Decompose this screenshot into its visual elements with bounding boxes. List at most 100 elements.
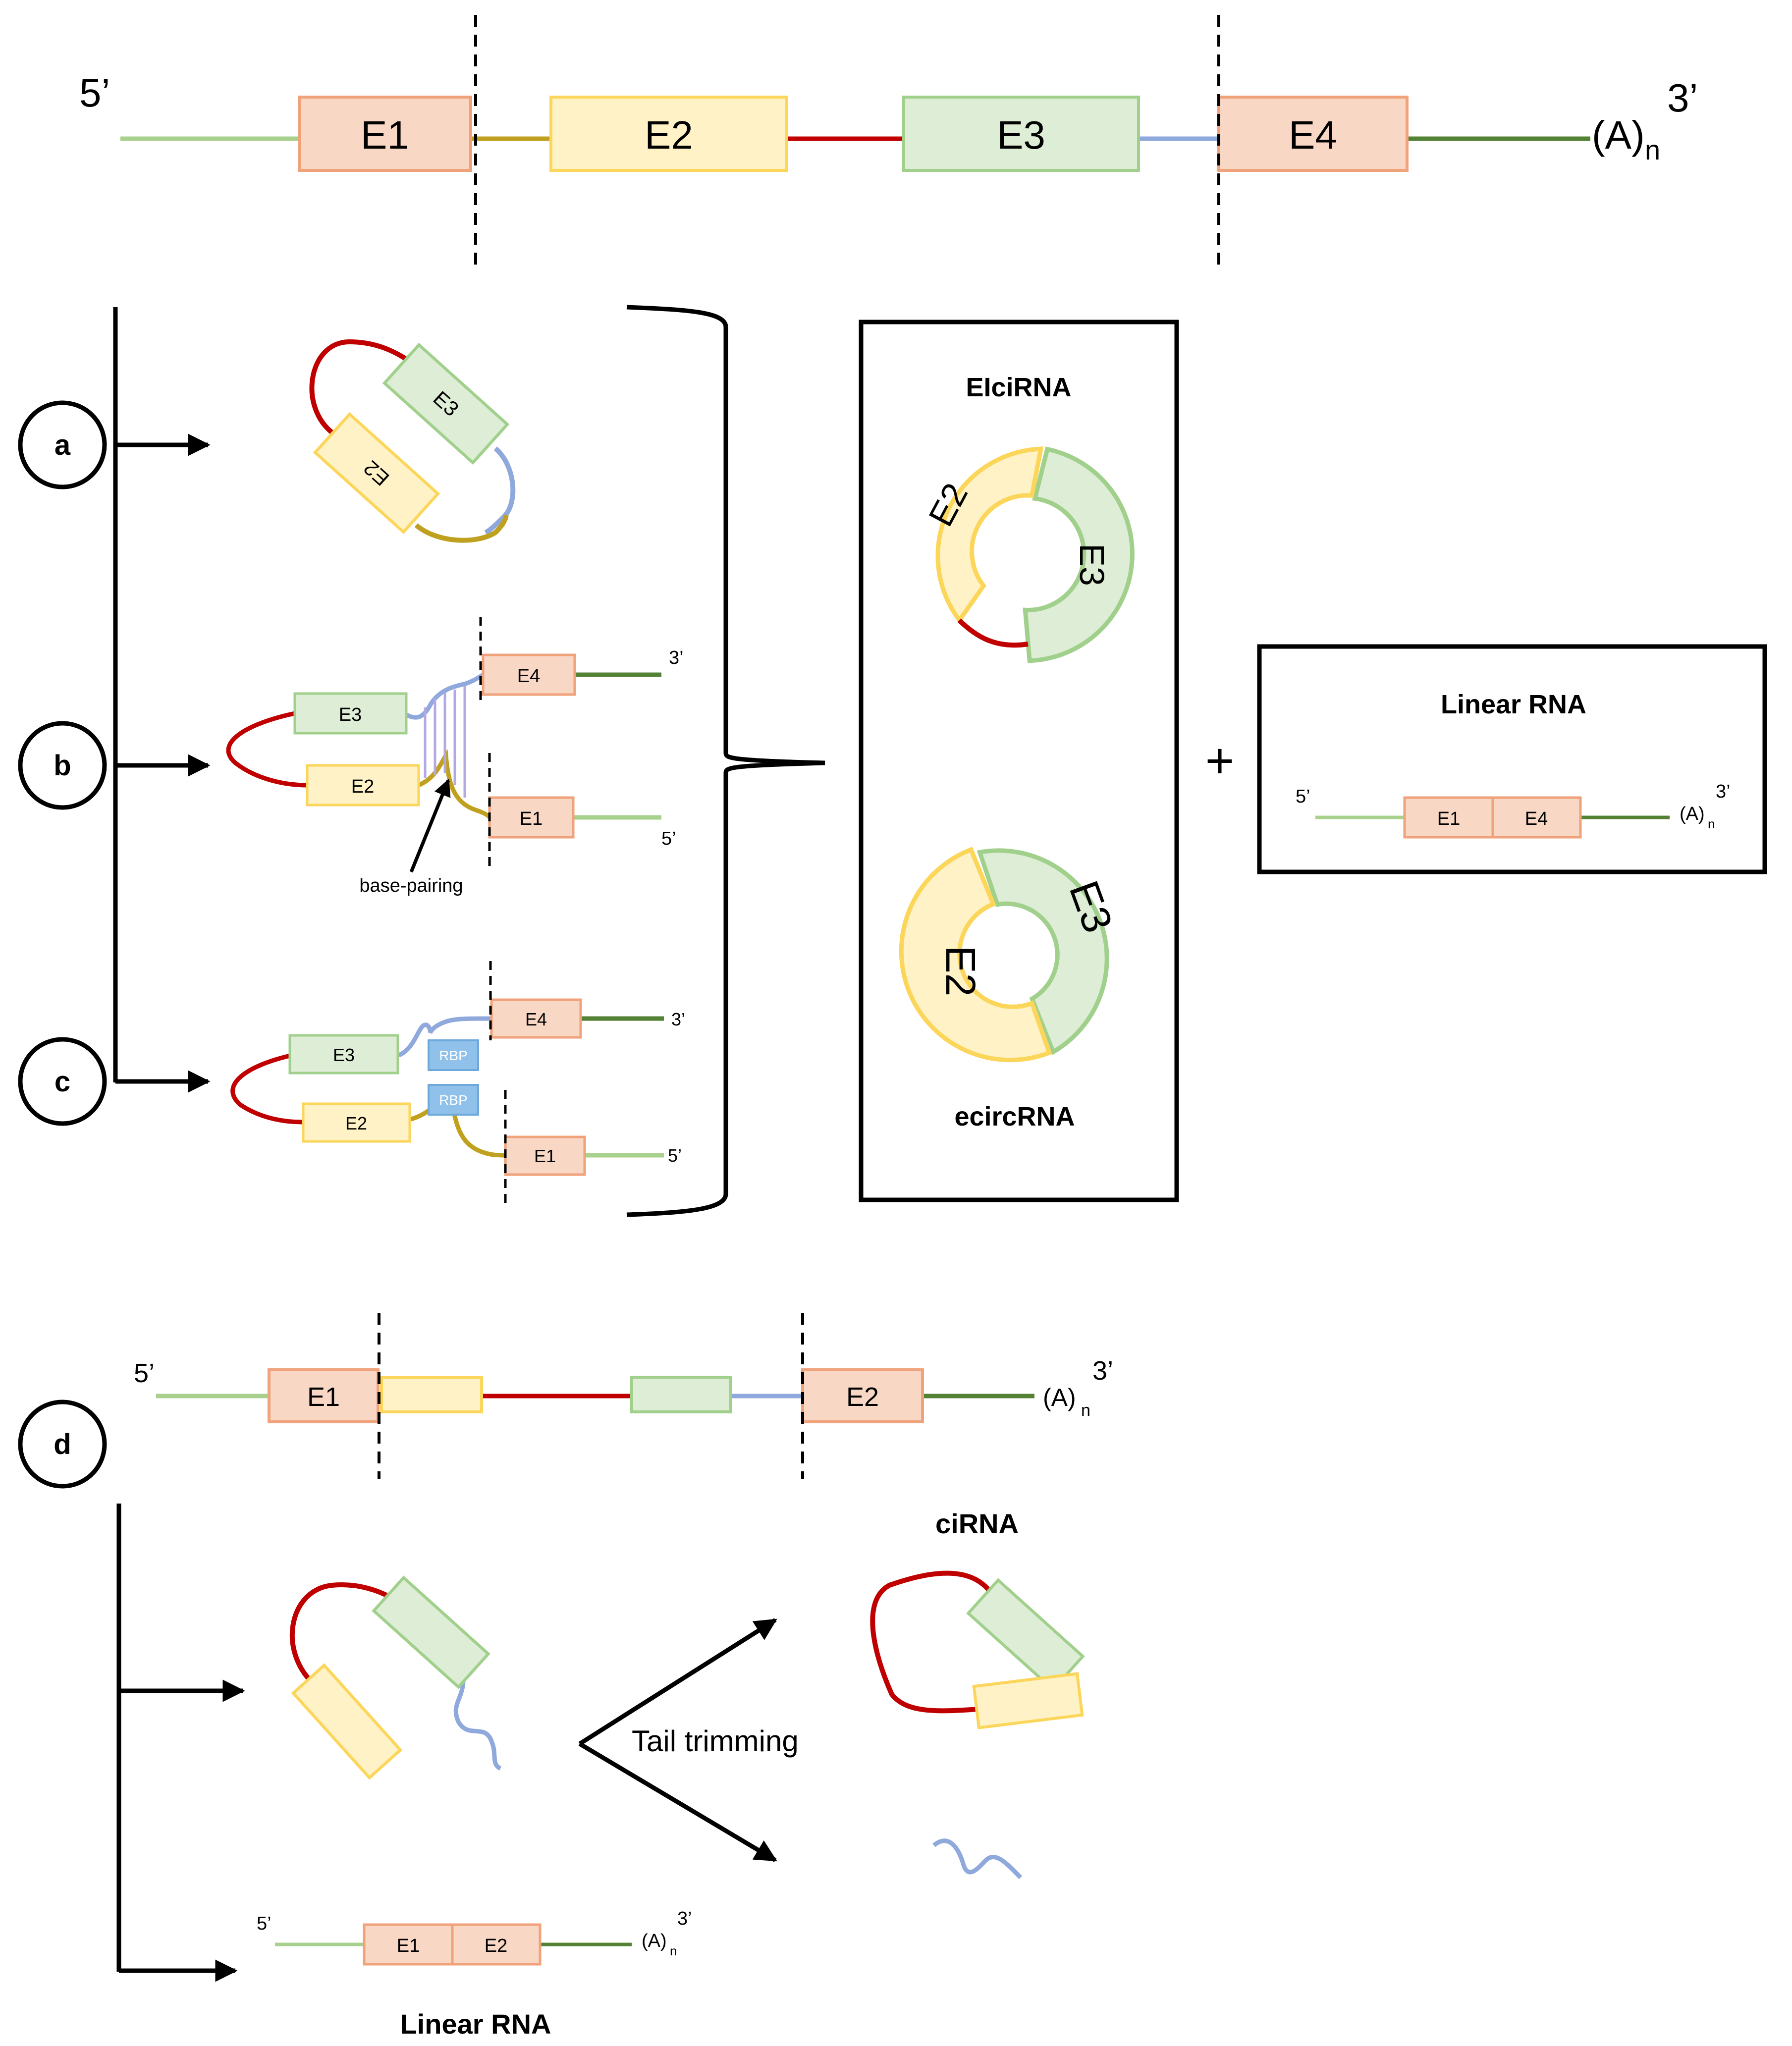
trim-arrow-down xyxy=(578,1742,777,1862)
exon-e2-label: E2 xyxy=(645,113,693,157)
linear-e1-label: E1 xyxy=(1437,808,1460,829)
d-linear-e2-label: E2 xyxy=(485,1936,507,1956)
d-poly-a: (A) xyxy=(1043,1384,1076,1411)
panel-c-rbp-mediated: E3 E2 E4 E1 RBP RBP 3’ 5’ xyxy=(230,961,685,1209)
d-linear-rna: E1 E2 5’ (A) n 3’ Linear RNA xyxy=(257,1908,692,2040)
panel-b-three-prime: 3’ xyxy=(669,647,684,668)
d-e2-box xyxy=(801,1368,924,1423)
cirna-green-box xyxy=(966,1578,1085,1692)
linear-rna-title: Linear RNA xyxy=(1441,690,1586,719)
elci-ring-e3 xyxy=(1023,446,1135,663)
panel-a-e3: E3 xyxy=(382,342,510,465)
tail-trimming-fork: Tail trimming xyxy=(578,1618,799,1862)
d-linear-poly-a-sub: n xyxy=(670,1943,677,1958)
poly-a-label: (A) xyxy=(1592,113,1645,157)
linear-five-prime: 5’ xyxy=(1296,786,1310,807)
panel-d-premrna: d E1 E2 5’ (A) n 3’ xyxy=(18,1313,1113,1489)
d-linear-title: Linear RNA xyxy=(400,2008,551,2040)
panel-b-e1-label: E1 xyxy=(520,808,543,829)
linear-rna-box-frame xyxy=(1257,644,1767,874)
panel-c-rbp-top-box xyxy=(428,1039,479,1071)
circle-a xyxy=(18,400,107,489)
three-prime-label: 3’ xyxy=(1667,76,1698,120)
plus-sign: + xyxy=(1205,733,1234,789)
d-e1-label: E1 xyxy=(307,1382,340,1412)
poly-a-subscript: n xyxy=(1645,134,1660,165)
panel-b-base-pairing-lines xyxy=(424,686,466,798)
panel-a-intron2-loop xyxy=(309,339,415,438)
panel-b-intron-pairing: E3 E2 E4 E1 3’ 5’ base-pairing xyxy=(226,617,684,896)
panel-c-e3-label: E3 xyxy=(333,1045,355,1065)
ecirc-e2-label: E2 xyxy=(937,946,984,997)
elcirna-title: EIciRNA xyxy=(966,373,1071,402)
linear-poly-a-sub: n xyxy=(1708,816,1715,831)
panel-a-intron3-tail xyxy=(484,446,516,535)
exon-e4-box xyxy=(1217,96,1409,172)
circle-a-label: a xyxy=(54,429,71,461)
exon-e1-box xyxy=(298,96,472,172)
trimmed-tail-fragment xyxy=(932,1838,1023,1880)
linear-rna-box: Linear RNA E1 E4 5’ (A) n 3’ xyxy=(1257,644,1767,874)
exon-e3-label: E3 xyxy=(997,113,1045,157)
panel-c-rbp-bottom-label: RBP xyxy=(439,1092,468,1108)
d-linear-e1-box xyxy=(363,1923,454,1966)
panel-c-intron2-loop xyxy=(230,1053,303,1125)
cirna-yellow-box xyxy=(972,1672,1084,1729)
linear-three-prime: 3’ xyxy=(1716,781,1731,802)
d-lariat-red-loop xyxy=(289,1582,400,1689)
panel-c-e4-box xyxy=(490,998,582,1039)
d-linear-e2-box xyxy=(451,1923,542,1966)
panel-c-three-prime: 3’ xyxy=(671,1009,685,1029)
panel-c-rbp-top-label: RBP xyxy=(439,1048,468,1063)
products-box-frame xyxy=(859,320,1179,1202)
exon-e3-box xyxy=(902,96,1140,172)
exon-e4-label: E4 xyxy=(1289,113,1337,157)
panel-b-e2-box xyxy=(306,764,420,807)
d-poly-a-sub: n xyxy=(1081,1401,1090,1420)
d-three-prime: 3’ xyxy=(1092,1356,1113,1386)
d-linear-three-prime: 3’ xyxy=(677,1908,692,1929)
exon-e2-box xyxy=(549,96,788,172)
panel-c-rbp-bottom-box xyxy=(428,1084,479,1116)
d-linear-five-prime: 5’ xyxy=(257,1913,272,1934)
tail-trimming-label: Tail trimming xyxy=(632,1724,799,1758)
cirna-title: ciRNA xyxy=(935,1508,1019,1539)
d-lariat-green-box xyxy=(372,1575,490,1689)
cirna-product: ciRNA xyxy=(870,1508,1085,1729)
abc-branch: a b c xyxy=(18,307,211,1126)
panel-d-lariat xyxy=(289,1575,502,1780)
panel-c-five-prime: 5’ xyxy=(668,1145,682,1166)
panel-c-e1-label: E1 xyxy=(534,1146,556,1166)
top-pre-mrna: E1 E2 E3 E4 5’ (A) n 3’ xyxy=(79,15,1698,265)
panel-b-pairing-label: base-pairing xyxy=(359,875,463,896)
panel-b-intron2-loop xyxy=(226,711,308,788)
elci-ring-intron xyxy=(957,618,1029,648)
linear-e4-label: E4 xyxy=(1525,808,1548,829)
circle-b-label: b xyxy=(54,750,71,782)
panel-a-e2: E2 xyxy=(313,412,440,535)
d-lariat-yellow-box xyxy=(291,1663,403,1780)
panel-a-intron1-tail xyxy=(414,514,509,543)
circle-d xyxy=(18,1400,107,1489)
panel-d-branch xyxy=(116,1504,245,1982)
panel-b-intron3 xyxy=(402,673,485,720)
d-intron-yellow-box xyxy=(380,1376,483,1413)
elci-ring-e2 xyxy=(935,446,1044,624)
five-prime-label: 5’ xyxy=(79,71,110,115)
panel-a-lariat: E3 E2 xyxy=(309,339,516,543)
exon-e1-label: E1 xyxy=(361,113,409,157)
panel-c-intron3 xyxy=(398,1016,492,1058)
merge-brace xyxy=(626,305,825,1217)
circle-c-label: c xyxy=(54,1066,70,1098)
circle-c xyxy=(18,1037,107,1126)
d-intron-green-box xyxy=(630,1376,732,1413)
panel-b-e4-label: E4 xyxy=(517,666,540,687)
panel-b-intron1 xyxy=(418,749,491,819)
elci-e3-label: E3 xyxy=(1073,543,1111,586)
panel-b-e3-label: E3 xyxy=(339,704,362,725)
d-e2-label: E2 xyxy=(846,1382,879,1412)
d-five-prime: 5’ xyxy=(134,1358,155,1388)
ecircrna-title: ecircRNA xyxy=(954,1102,1075,1131)
panel-b-e1-box xyxy=(488,796,575,839)
